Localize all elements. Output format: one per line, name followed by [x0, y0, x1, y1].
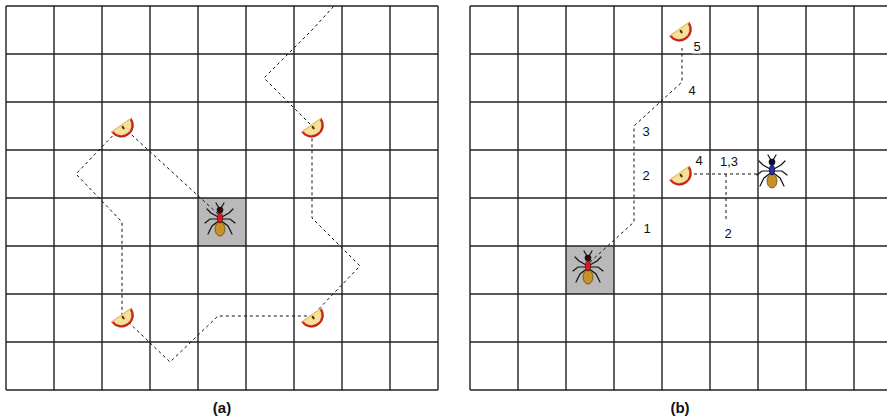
- step-number: 5: [692, 39, 701, 54]
- step-number: 1,3: [719, 154, 739, 169]
- step-number: 4: [687, 83, 696, 98]
- step-number: 1: [642, 221, 651, 236]
- step-number: 2: [641, 168, 650, 183]
- panel-caption: (a): [212, 399, 232, 416]
- step-number: 3: [641, 124, 650, 139]
- step-number: 4: [694, 153, 703, 168]
- panel-caption: (b): [669, 399, 690, 416]
- step-number: 2: [723, 226, 732, 241]
